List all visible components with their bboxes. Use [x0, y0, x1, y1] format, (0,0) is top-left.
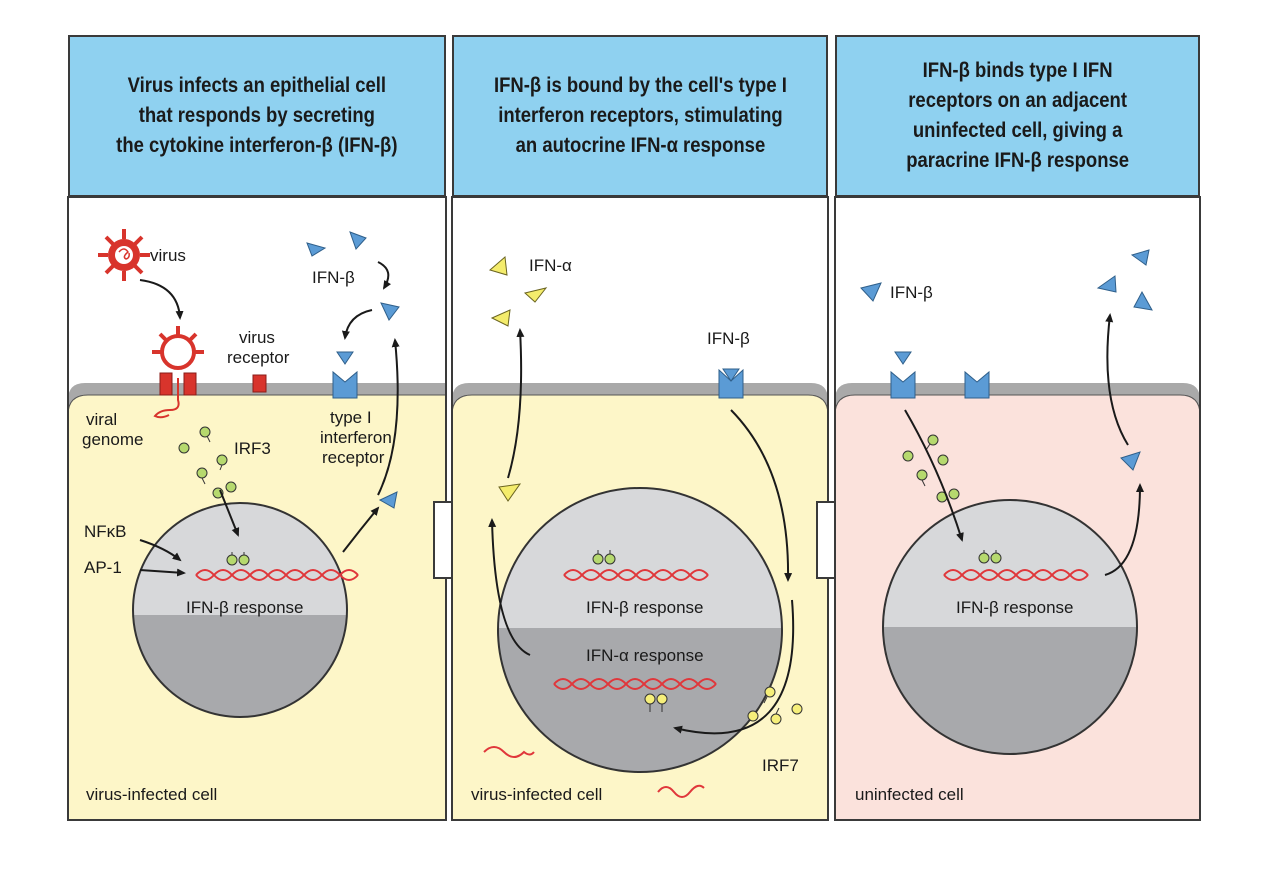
dna-helix [553, 569, 717, 690]
nfkb-label: NFκB [84, 522, 127, 541]
cell-caption: uninfected cell [855, 785, 964, 804]
type-i-interferon-receptor-icon [718, 368, 744, 399]
type-i-interferon-receptor-icon [890, 351, 990, 399]
panel-3-title: IFN-β binds type I IFN receptors on an a… [906, 59, 1129, 172]
viral-rna [483, 746, 705, 798]
irf7-label: IRF7 [762, 756, 799, 775]
cell-caption: virus-infected cell [471, 785, 602, 804]
panel-3-header: IFN-β binds type I IFN receptors on an a… [835, 35, 1200, 197]
ap1-label: AP-1 [84, 558, 122, 577]
irf7-dimer-bound [644, 693, 668, 712]
irf3-dimer-bound [978, 550, 1002, 564]
response-beta-label: IFN-β response [586, 598, 703, 617]
panel-1-header-wrap: Virus infects an epithelial cell that re… [68, 35, 446, 197]
response-label: IFN-β response [186, 598, 303, 617]
panel-1-header: Virus infects an epithelial cell that re… [68, 35, 446, 197]
cell-caption: virus-infected cell [86, 785, 217, 804]
dna-helix [943, 569, 1089, 581]
viral-genome-label-1: viral [86, 410, 117, 429]
virus-receptor-label-2: receptor [227, 348, 290, 367]
irf3-dimer-bound [226, 552, 250, 566]
arrows-panel-1 [139, 261, 400, 577]
type-i-receptor-label-3: receptor [322, 448, 385, 467]
type-i-interferon-receptor-icon [332, 351, 358, 399]
panel-2: IFN-α IFN-β IFN-β response IFN-α respons… [451, 196, 829, 821]
panel-2-header-wrap: IFN-β is bound by the cell's type I inte… [452, 35, 828, 197]
panel-1: virus IFN-β virus receptor viral genome … [67, 196, 447, 821]
ifn-alpha-label: IFN-α [529, 256, 572, 275]
virus-docked-icon [152, 326, 204, 370]
ifn-beta-label: IFN-β [890, 283, 933, 302]
virus-icon [98, 229, 150, 281]
type-i-receptor-label-1: type I [330, 408, 372, 427]
irf7-molecules [747, 686, 803, 725]
irf3-dimer-bound [592, 550, 616, 565]
arrows-panel-2 [488, 328, 795, 735]
panel-2-title: IFN-β is bound by the cell's type I inte… [493, 74, 787, 157]
viral-genome-label-2: genome [82, 430, 143, 449]
response-alpha-label: IFN-α response [586, 646, 704, 665]
ifn-beta-triangle-icon [306, 231, 400, 509]
irf3-molecules [178, 426, 237, 499]
virus-label: virus [150, 246, 186, 265]
panel-2-header: IFN-β is bound by the cell's type I inte… [452, 35, 828, 197]
arrows-panel-3 [904, 313, 1144, 576]
ifn-alpha-triangle-icon [488, 255, 548, 502]
response-label: IFN-β response [956, 598, 1073, 617]
ifn-beta-triangle-icon [860, 249, 1153, 471]
panel-3-header-wrap: IFN-β binds type I IFN receptors on an a… [835, 35, 1200, 197]
panel-3: IFN-β IFN-β response uninfected cell [834, 196, 1201, 821]
ifn-beta-label: IFN-β [312, 268, 355, 287]
dna-helix [195, 569, 359, 581]
irf3-label: IRF3 [234, 439, 271, 458]
panel-1-title: Virus infects an epithelial cell that re… [116, 74, 398, 157]
ifn-beta-label: IFN-β [707, 329, 750, 348]
virus-receptor-label-1: virus [239, 328, 275, 347]
viral-genome [153, 378, 180, 419]
virus-receptor-icon [159, 372, 267, 396]
type-i-receptor-label-2: interferon [320, 428, 392, 447]
